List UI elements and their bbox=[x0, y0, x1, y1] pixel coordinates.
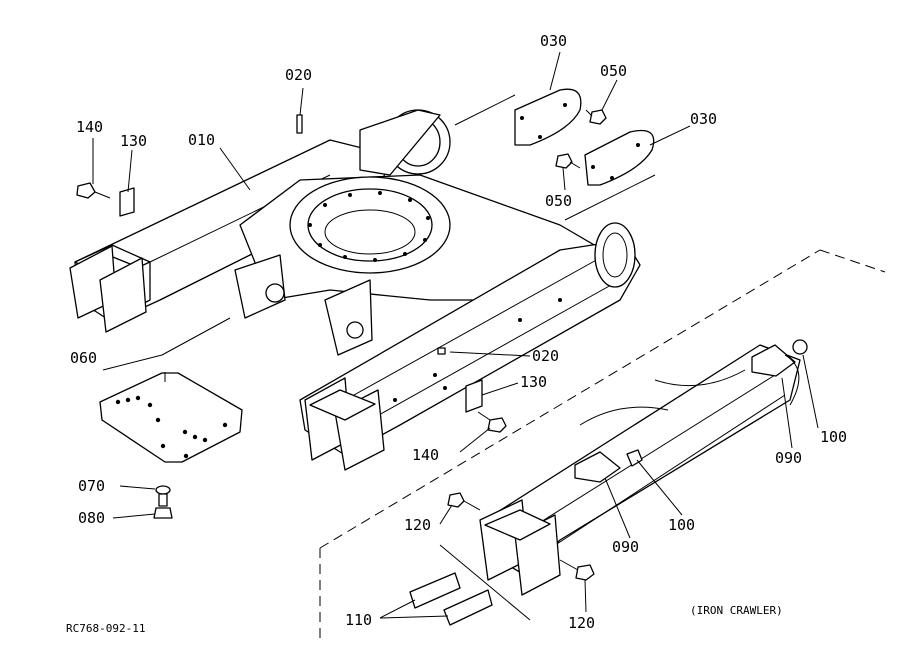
bottom-plate bbox=[99, 372, 243, 463]
ring-bolt-holes bbox=[308, 191, 430, 262]
callout-labels: 140 130 010 020 030 050 030 050 060 020 … bbox=[70, 32, 847, 632]
callout-070: 070 bbox=[78, 477, 105, 495]
callout-080: 080 bbox=[78, 509, 105, 527]
callout-100-left: 100 bbox=[668, 516, 695, 534]
callout-120-lower: 120 bbox=[568, 614, 595, 632]
callout-030-upper: 030 bbox=[540, 32, 567, 50]
grease-nipple-lower bbox=[437, 347, 446, 355]
callout-110: 110 bbox=[345, 611, 372, 629]
callout-140-lower: 140 bbox=[412, 446, 439, 464]
grease-nipple-upper bbox=[296, 114, 303, 134]
callout-130-upper: 130 bbox=[120, 132, 147, 150]
callout-090-right: 090 bbox=[775, 449, 802, 467]
cover-bolt-lower bbox=[555, 153, 581, 169]
side-cover-lower bbox=[584, 129, 655, 186]
bolt-140-lower bbox=[477, 411, 507, 433]
bolt-140-upper bbox=[76, 182, 111, 199]
track-frame bbox=[69, 109, 641, 471]
plate-130-lower bbox=[465, 379, 483, 413]
bolt-080 bbox=[153, 493, 173, 519]
callout-140-upper: 140 bbox=[76, 118, 103, 136]
callout-020-lower: 020 bbox=[532, 347, 559, 365]
callout-050-upper: 050 bbox=[600, 62, 627, 80]
callout-020-upper: 020 bbox=[285, 66, 312, 84]
callout-100-right: 100 bbox=[820, 428, 847, 446]
callout-050-lower: 050 bbox=[545, 192, 572, 210]
variant-note: (IRON CRAWLER) bbox=[690, 604, 783, 617]
plate-130-upper bbox=[119, 187, 135, 217]
callout-130-lower: 130 bbox=[520, 373, 547, 391]
side-cover-upper bbox=[514, 88, 582, 146]
callout-010: 010 bbox=[188, 131, 215, 149]
callout-090-left: 090 bbox=[612, 538, 639, 556]
cover-bolt-upper bbox=[585, 109, 607, 125]
callout-120-upper: 120 bbox=[404, 516, 431, 534]
washer bbox=[155, 485, 171, 495]
drawing-id: RC768-092-11 bbox=[66, 622, 145, 635]
leader-lines bbox=[92, 51, 819, 619]
iron-crawler-group bbox=[319, 249, 886, 640]
callout-030-lower: 030 bbox=[690, 110, 717, 128]
callout-060: 060 bbox=[70, 349, 97, 367]
